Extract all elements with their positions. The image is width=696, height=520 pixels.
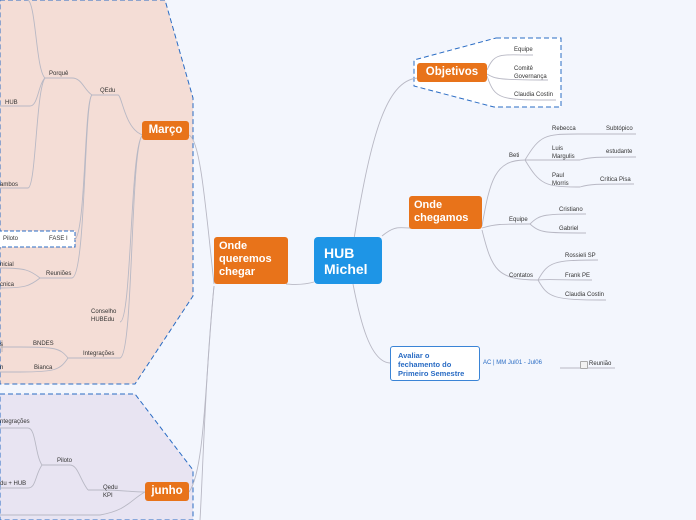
edge-central-chegamos (381, 227, 411, 237)
avaliar-relation-label: AC | MM Jul01 - Jul06 (483, 360, 542, 366)
edge-porque-top (27, 0, 46, 79)
edge-obj-claudia (486, 75, 557, 101)
luis-node[interactable]: Luis Margulis (552, 146, 575, 160)
edge-central-queremos (285, 281, 315, 285)
edge-integr-bndes (0, 346, 69, 359)
edge-porque-ambos (0, 77, 46, 189)
edge-queremos-junho (188, 285, 215, 493)
reuniao-task[interactable]: Reunião (589, 361, 612, 367)
objetivos-comite[interactable]: Comitê Governança (514, 66, 547, 80)
critica-node[interactable]: Crítica Pisa (600, 177, 631, 183)
gabriel-node[interactable]: Gabriel (559, 226, 579, 232)
frag-s-node: s (0, 342, 3, 348)
edge-chegamos-equipe (481, 223, 531, 229)
edge-beti-rebecca (524, 133, 579, 161)
reunioes-node[interactable]: Reuniões (46, 271, 72, 277)
task-checkbox[interactable] (580, 361, 588, 369)
junho-piloto-node[interactable]: Piloto (57, 458, 73, 464)
integracoes-node[interactable]: Integrações (83, 351, 115, 357)
central-node-hub-michel[interactable]: HUB Michel (314, 237, 382, 284)
piloto-marco-node[interactable]: Piloto (3, 236, 19, 242)
paul-node[interactable]: Paul Morris (552, 173, 569, 187)
qedu-node[interactable]: QEdu (100, 88, 116, 94)
edge-marco-qedu (92, 94, 144, 136)
junho-qedu-hub-node[interactable]: du + HUB (0, 481, 27, 487)
edge-queremos-marco (188, 134, 215, 285)
edge-contatos-claudia (537, 279, 607, 301)
cristiano-node[interactable]: Cristiano (559, 207, 583, 213)
contatos-node[interactable]: Contatos (509, 273, 534, 279)
tecnica-node[interactable]: cnica (0, 282, 15, 288)
edge-reun-tecnica (0, 277, 41, 289)
edge-porque-hub (0, 77, 46, 107)
edge-obj-comite (486, 73, 549, 81)
conselho-node[interactable]: Conselho HUBEdu (91, 309, 117, 323)
edge-equipe-cristiano (529, 213, 587, 225)
subtopico-node[interactable]: Subtópico (606, 126, 633, 132)
frank-node[interactable]: Frank PE (565, 273, 591, 279)
hub-node[interactable]: HUB (5, 100, 18, 106)
edge-equipe-gabriel (529, 223, 587, 234)
avaliar-node[interactable]: Avaliar o fechamento do Primeiro Semestr… (390, 346, 480, 381)
junho-node[interactable]: junho (145, 482, 189, 501)
beti-node[interactable]: Beti (509, 153, 520, 159)
edge-queremos-down (199, 285, 215, 520)
edge-beti-paul (524, 159, 581, 188)
junho-integracoes-node[interactable]: ntegrações (0, 419, 30, 425)
rossieli-node[interactable]: Rossieli SP (565, 253, 596, 259)
edge-obj-equipe (486, 54, 534, 71)
rebecca-node[interactable]: Rebecca (552, 126, 576, 132)
onde-queremos-node[interactable]: Onde queremos chegar (214, 237, 288, 284)
edge-luis-est (579, 156, 637, 161)
edge-qedu-piloto (42, 464, 89, 491)
edge-central-objetivos (352, 77, 419, 246)
edge-piloto-hub (0, 464, 43, 489)
edge-reun-inicial (0, 267, 41, 279)
edge-chegamos-contatos (481, 229, 539, 281)
edge-paul-critica (579, 183, 635, 188)
edge-integr-bianca (0, 357, 69, 373)
ambos-node[interactable]: ambos (0, 182, 19, 188)
junho-boundary (0, 393, 194, 520)
bndes-node[interactable]: BNDES (33, 341, 54, 347)
edge-qedu-reunioes (40, 94, 93, 279)
edge-piloto-integr (0, 427, 43, 466)
claudia-contato-node[interactable]: Claudia Costin (565, 292, 605, 298)
objetivos-node[interactable]: Objetivos (417, 63, 487, 82)
equipe-node[interactable]: Equipe (509, 217, 528, 223)
edge-junho-bottom (0, 491, 146, 516)
frag-n-node: n (0, 365, 4, 371)
edge-contatos-rossieli (537, 259, 599, 281)
edge-marco-integr (68, 134, 144, 359)
edge-central-avaliar (352, 283, 391, 364)
onde-chegamos-node[interactable]: Onde chegamos (409, 196, 482, 229)
junho-qedu-kpi-node[interactable]: Qedu KPI (103, 485, 118, 499)
estudante-node[interactable]: estudante (606, 149, 633, 155)
marco-node[interactable]: Março (142, 121, 189, 140)
inicial-node[interactable]: nicial (0, 262, 14, 268)
objetivos-claudia[interactable]: Claudia Costin (514, 92, 554, 98)
bianca-node[interactable]: Bianca (34, 365, 53, 371)
edge-qedu-porque (45, 77, 93, 96)
porque-node[interactable]: Porquê (49, 71, 69, 77)
fase-node[interactable]: FASE I (49, 236, 68, 242)
marco-boundary (0, 0, 194, 385)
edge-junho-qedu (88, 489, 146, 493)
objetivos-equipe[interactable]: Equipe (514, 47, 533, 53)
edge-chegamos-beti (481, 159, 526, 227)
